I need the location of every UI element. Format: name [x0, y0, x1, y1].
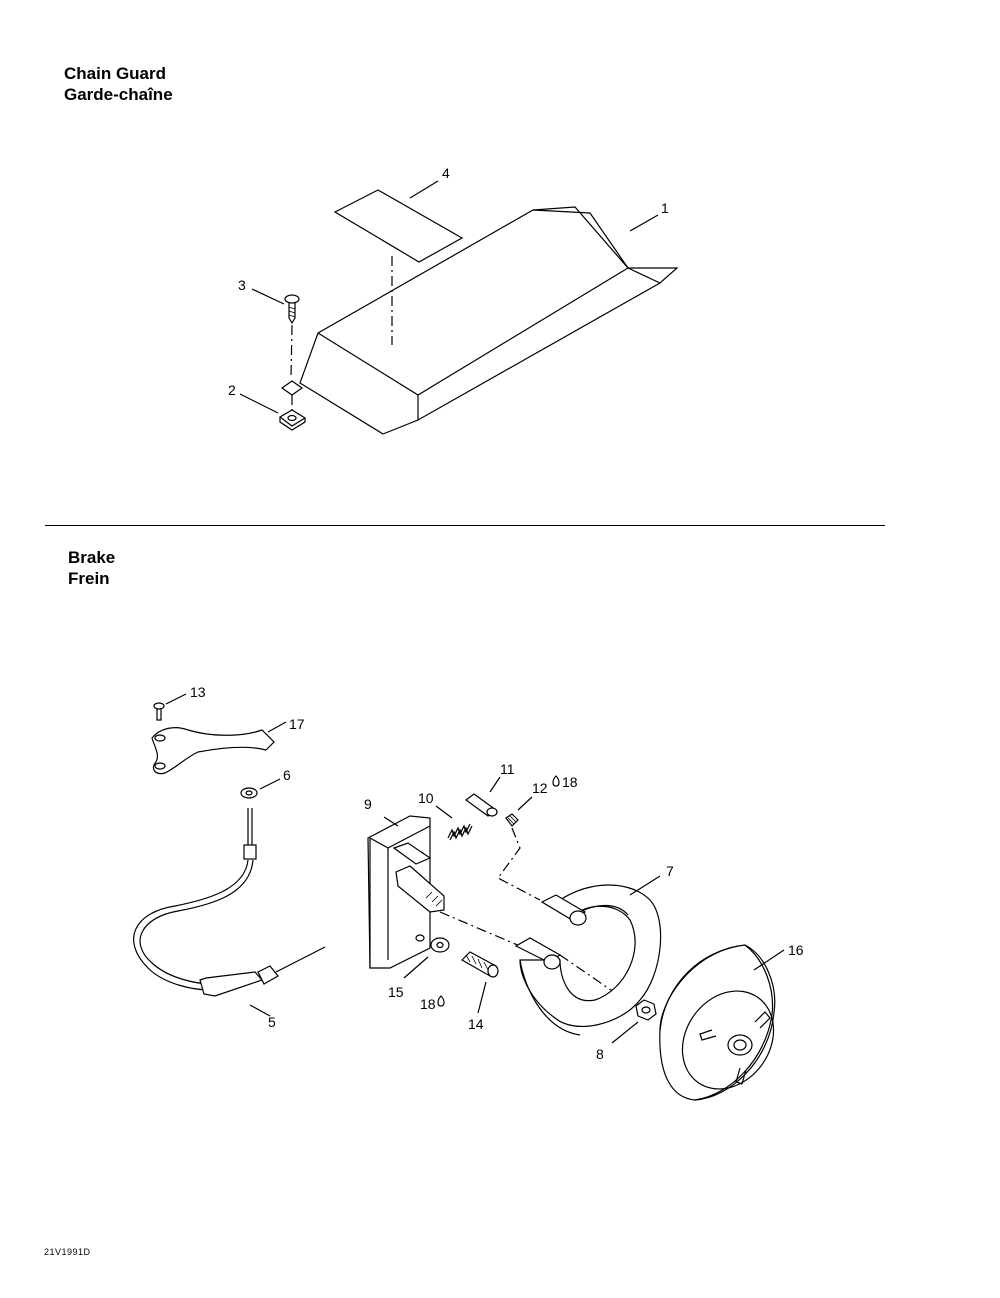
grease-drop-bottom: [437, 995, 445, 1007]
callout-14: 14: [468, 1016, 484, 1032]
callout-4: 4: [442, 165, 450, 181]
brake-band-part: [514, 884, 662, 1036]
nut-part: [635, 999, 657, 1021]
section-title-chain-guard: Chain Guard Garde-chaîne: [64, 63, 173, 105]
clip-nut-part: [278, 380, 307, 431]
callout-16: 16: [788, 942, 804, 958]
callout-11: 11: [500, 761, 515, 777]
grease-drop-top: [552, 775, 560, 787]
callout-18-top: 18: [562, 774, 578, 790]
section-divider: [45, 525, 885, 526]
washer-part: [430, 937, 450, 953]
callout-10: 10: [418, 790, 434, 806]
callout-12: 12: [532, 780, 548, 796]
chain-guard-title-en: Chain Guard: [64, 64, 167, 83]
callout-6: 6: [283, 767, 291, 783]
brake-title-en: Brake: [68, 548, 116, 567]
screw-part: [284, 294, 300, 325]
pin-part: [464, 793, 498, 817]
brake-lever-part: [151, 727, 275, 775]
grease-fitting-part: [505, 813, 519, 827]
bracket-part: [367, 815, 445, 969]
callout-3: 3: [238, 277, 246, 293]
figure-code: 21V1991D: [44, 1247, 91, 1257]
brake-title-fr: Frein: [68, 569, 110, 588]
brake-drum-part: [659, 944, 776, 1101]
chain-guard-part: [299, 206, 679, 435]
decal-part: [333, 189, 464, 263]
chain-guard-drawing: [239, 180, 679, 435]
section-title-brake: Brake Frein: [68, 547, 115, 589]
adjuster-screw-part: [461, 951, 499, 978]
chain-guard-title-fr: Garde-chaîne: [64, 85, 173, 104]
callout-13: 13: [190, 684, 206, 700]
rivet-part: [153, 702, 165, 721]
callout-5: 5: [268, 1014, 276, 1030]
callout-18-bottom: 18: [420, 996, 436, 1012]
callout-2: 2: [228, 382, 236, 398]
callout-8: 8: [596, 1046, 604, 1062]
callout-15: 15: [388, 984, 404, 1000]
callout-7: 7: [666, 863, 674, 879]
brake-cable-part: [133, 808, 326, 997]
brake-drawing: [133, 693, 785, 1101]
e-clip-part: [240, 787, 258, 799]
spring-part: [447, 823, 473, 841]
screw-leader: [290, 324, 293, 379]
callout-1: 1: [661, 200, 669, 216]
callout-17: 17: [289, 716, 305, 732]
callout-9: 9: [364, 796, 372, 812]
